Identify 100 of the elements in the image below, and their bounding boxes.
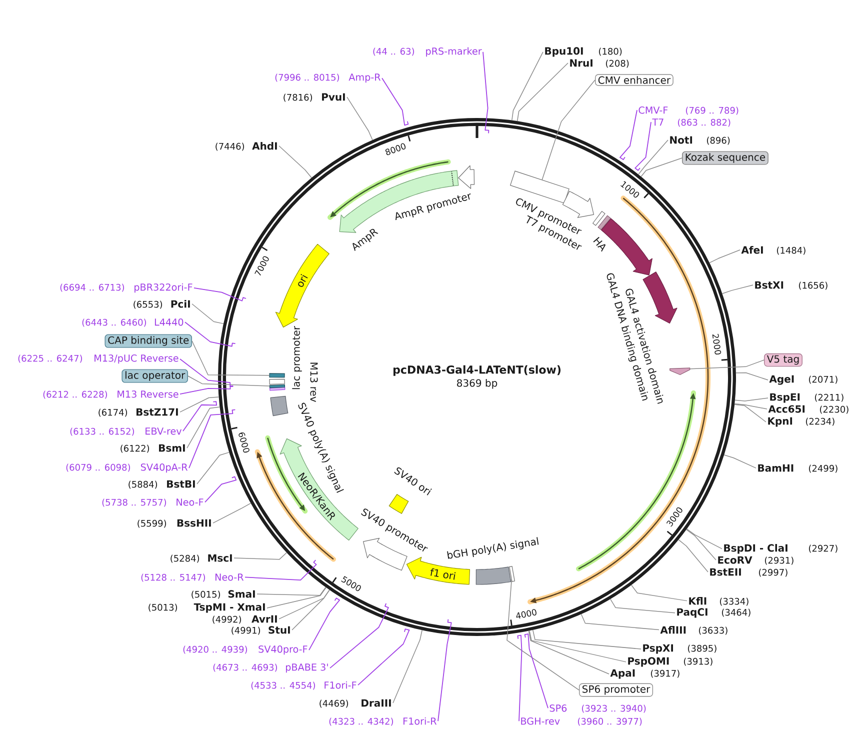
cut-site-position: (5884) <box>128 480 158 489</box>
primer-position: (6443 .. 6460) <box>82 318 146 327</box>
cut-site-position: (7816) <box>284 94 312 102</box>
feature-tag: CAP binding site <box>104 334 192 348</box>
cut-site-position: (5599) <box>138 520 166 528</box>
primer-position: (863 .. 882) <box>678 118 730 127</box>
leader-line <box>528 630 610 674</box>
feature-segment: ori <box>275 244 330 328</box>
leader-line <box>392 630 422 704</box>
cut-site-position: (2211) <box>814 394 844 402</box>
primer-leader-line <box>244 560 317 580</box>
feature-segment: lac promoter <box>269 326 302 390</box>
enzyme-name: BspDI - ClaI <box>724 544 788 554</box>
cut-site-position: (2230) <box>820 406 848 414</box>
primer-position: (4673 .. 4693) <box>213 664 278 672</box>
cut-site-position: (2931) <box>764 556 794 565</box>
cut-site-position: (3334) <box>720 598 748 606</box>
enzyme-name: BsmI <box>159 444 185 452</box>
node-label: HA <box>593 236 606 252</box>
feature-tag: CMV enhancer <box>595 74 674 86</box>
enzyme-name: BstXI <box>755 281 784 289</box>
feature-segment <box>269 373 285 378</box>
leader-line <box>640 158 682 177</box>
primer-leader-line <box>188 409 236 468</box>
leader-line <box>188 376 270 386</box>
leader-line <box>678 539 708 572</box>
node-label: bGH poly(A) signal <box>447 537 539 559</box>
node-label: M13 rev <box>310 362 318 402</box>
enzyme-name: Acc65I <box>768 405 805 413</box>
cut-site-position: (7446) <box>216 142 244 151</box>
leader-line <box>512 52 544 121</box>
primer-leader-line <box>524 634 548 709</box>
leader-line <box>686 529 716 560</box>
cut-site-position: (4991) <box>232 626 260 635</box>
cut-site-position: (2234) <box>806 418 834 426</box>
enzyme-name: NotI <box>670 136 692 144</box>
primer-name: M13/pUC Reverse <box>94 354 178 364</box>
primer-leader-line <box>382 78 409 126</box>
feature-segment <box>269 384 286 388</box>
leader-line <box>278 146 312 178</box>
primer-leader-line <box>482 52 490 134</box>
primer-name: M13 Reverse <box>118 390 178 398</box>
primer-leader-line <box>330 603 389 668</box>
leader-line <box>180 396 220 412</box>
primer-position: (3923 .. 3940) <box>582 704 646 713</box>
feature-tag: lac operator <box>122 369 188 383</box>
cut-site-position: (3633) <box>698 626 728 635</box>
enzyme-name: AflIII <box>660 626 686 634</box>
leader-line <box>610 598 676 614</box>
feature-bar <box>509 566 516 582</box>
leader-line <box>734 403 768 410</box>
leader-line <box>722 284 754 294</box>
primer-name: T7 <box>652 118 664 126</box>
enzyme-name: NruI <box>570 59 592 67</box>
enzyme-name: PciI <box>171 300 190 308</box>
leader-line <box>256 586 326 596</box>
primer-name: SV40pA-R <box>140 463 188 473</box>
primer-name: pBR322ori-F <box>134 283 192 293</box>
primer-leader-line <box>184 322 236 347</box>
primer-leader-line <box>182 401 217 432</box>
primer-position: (6225 .. 6247) <box>18 354 82 363</box>
tick-label: 8000 <box>385 143 406 156</box>
primer-position: (5128 .. 5147) <box>141 574 206 582</box>
cut-site-position: (2997) <box>758 568 788 577</box>
primer-name: SV40pro-F <box>258 646 308 655</box>
enzyme-name: BstEII <box>710 568 741 576</box>
cut-site-position: (6174) <box>98 408 128 417</box>
leader-line <box>196 452 230 484</box>
enzyme-name: KpnI <box>768 417 792 427</box>
enzyme-name: KflI <box>689 597 706 605</box>
primer-leader-line <box>180 385 234 395</box>
cut-site-position: (5013) <box>148 604 178 612</box>
primer-leader-line <box>308 598 340 650</box>
feature-tag: V5 tag <box>764 353 802 367</box>
primer-position: (6133 .. 6152) <box>70 428 134 436</box>
enzyme-name: AfeI <box>741 246 763 254</box>
primer-leader-line <box>180 358 234 388</box>
primer-leader-line <box>620 110 638 160</box>
leader-line <box>542 80 596 180</box>
leader-line <box>506 578 580 690</box>
primer-name: Amp-R <box>348 74 381 83</box>
tick-label: 6000 <box>238 432 250 453</box>
primer-name: pBABE 3' <box>286 664 328 673</box>
cut-site-position: (3895) <box>688 644 716 653</box>
leader-line <box>709 250 740 264</box>
primer-leader-line <box>517 634 522 722</box>
cut-site-position: (3464) <box>722 608 750 617</box>
primer-name: F1ori-R <box>404 717 437 725</box>
enzyme-name: MscI <box>208 554 232 562</box>
enzyme-name: PspOMI <box>628 657 669 667</box>
enzyme-name: EcoRV <box>718 556 752 564</box>
primer-leader-line <box>194 288 246 302</box>
primer-name: EBV-rev <box>146 428 182 435</box>
enzyme-name: BssHII <box>177 519 211 527</box>
enzyme-name: PaqCI <box>677 608 708 618</box>
leader-line <box>734 398 768 402</box>
leader-line <box>638 140 668 175</box>
primer-position: (3960 .. 3977) <box>578 718 642 726</box>
primer-name: CMV-F <box>638 106 668 114</box>
enzyme-name: AhdI <box>252 142 277 150</box>
